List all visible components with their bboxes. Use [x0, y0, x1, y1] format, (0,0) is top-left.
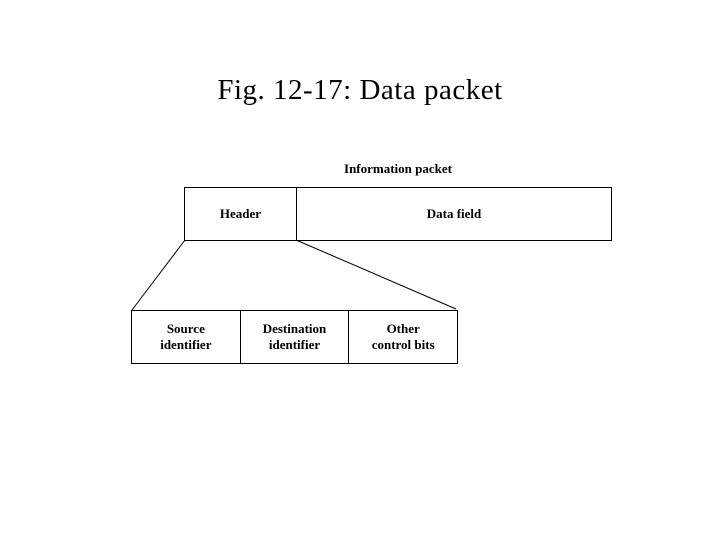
source-identifier-cell: Source identifier	[132, 311, 240, 363]
data-field-cell: Data field	[296, 188, 611, 240]
information-packet-box: Header Data field	[184, 187, 612, 241]
header-cell: Header	[185, 188, 296, 240]
header-detail-box: Source identifier Destination identifier…	[131, 310, 458, 364]
other-control-bits-cell: Other control bits	[348, 311, 457, 363]
header-cell-label: Header	[219, 206, 262, 222]
information-packet-label: Information packet	[344, 161, 452, 176]
data-field-cell-label: Data field	[426, 206, 482, 222]
left-connector-line	[131, 239, 186, 311]
destination-identifier-cell: Destination identifier	[239, 311, 349, 363]
right-connector-line	[295, 239, 457, 310]
other-control-bits-label: Other control bits	[371, 321, 435, 352]
slide-title: Fig. 12-17: Data packet	[217, 74, 503, 106]
destination-identifier-label: Destination identifier	[262, 321, 327, 352]
source-identifier-label: Source identifier	[160, 321, 212, 352]
